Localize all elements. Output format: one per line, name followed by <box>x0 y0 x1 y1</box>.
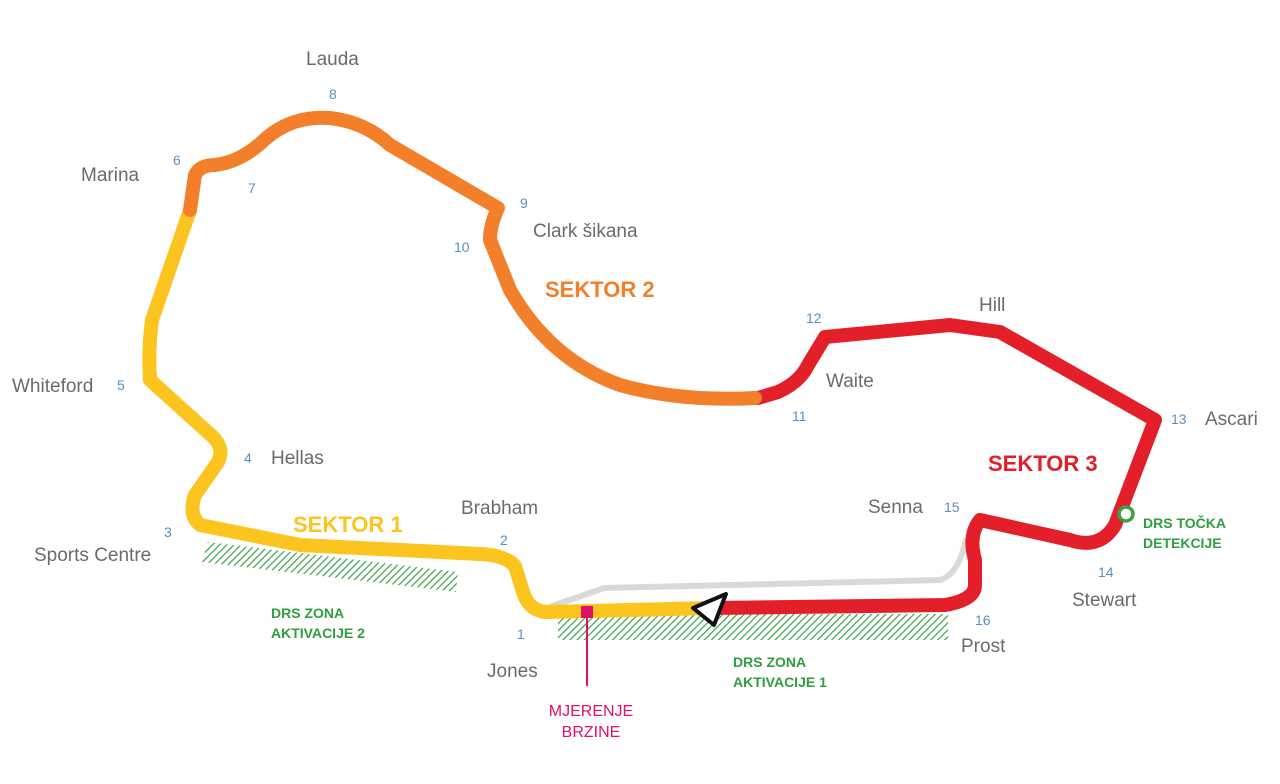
speed-trap-label-line2: BRZINE <box>562 724 621 741</box>
drs-detection-label-line1: DRS TOČKA <box>1143 514 1226 531</box>
corner-name-stewart: Stewart <box>1072 590 1137 611</box>
corner-number-6: 6 <box>173 152 181 168</box>
corner-number-11: 11 <box>792 408 807 424</box>
corner-name-clark-sikana: Clark šikana <box>533 221 638 242</box>
sector-2-track <box>183 110 762 406</box>
sector-3-track <box>705 318 1162 615</box>
corner-name-brabham: Brabham <box>461 498 538 519</box>
drs-zone-1-label-line1: DRS ZONA <box>733 654 806 670</box>
pit-lane <box>549 537 969 609</box>
corner-number-2: 2 <box>500 532 508 548</box>
corner-name-ascari: Ascari <box>1205 409 1258 430</box>
corner-name-hellas: Hellas <box>271 448 324 469</box>
sector-3-label: SEKTOR 3 <box>988 451 1098 476</box>
corner-name-sports-centre: Sports Centre <box>34 545 151 566</box>
corner-number-16: 16 <box>975 612 991 628</box>
drs-detection-point-icon <box>1117 505 1135 523</box>
sector-1-track <box>142 203 719 619</box>
corner-name-marina: Marina <box>81 165 140 186</box>
sector-1-label: SEKTOR 1 <box>293 512 403 537</box>
sector-2-label: SEKTOR 2 <box>545 277 655 302</box>
corner-number-15: 15 <box>944 499 960 515</box>
corner-name-whiteford: Whiteford <box>12 376 93 397</box>
corner-name-waite: Waite <box>826 371 874 392</box>
drs-zone-2-label-line2: AKTIVACIJE 2 <box>271 625 365 641</box>
corner-number-5: 5 <box>117 377 125 393</box>
drs-zone-1-area <box>558 614 948 640</box>
corner-number-9: 9 <box>520 195 528 211</box>
drs-detection-label-line2: DETEKCIJE <box>1143 535 1222 551</box>
drs-zone-1-label-line2: AKTIVACIJE 1 <box>733 674 827 690</box>
corner-name-jones: Jones <box>487 661 538 682</box>
drs-zone-2-label-line1: DRS ZONA <box>271 605 344 621</box>
corner-name-senna: Senna <box>868 497 923 518</box>
corner-number-7: 7 <box>248 180 256 196</box>
corner-name-hill: Hill <box>979 295 1005 316</box>
corner-number-10: 10 <box>454 239 470 255</box>
corner-name-prost: Prost <box>961 636 1006 657</box>
drs-zone-2-area <box>202 542 458 592</box>
speed-trap-label-line1: MJERENJE <box>549 703 633 720</box>
corner-number-8: 8 <box>329 86 337 102</box>
corner-number-14: 14 <box>1098 564 1114 580</box>
start-finish-arrow-icon <box>691 592 728 627</box>
corner-number-1: 1 <box>517 626 525 642</box>
corner-number-13: 13 <box>1171 411 1187 427</box>
corner-number-4: 4 <box>244 450 252 466</box>
corner-number-12: 12 <box>806 310 822 326</box>
corner-name-lauda: Lauda <box>306 49 359 70</box>
speed-trap-marker <box>581 606 593 618</box>
corner-number-3: 3 <box>164 524 172 540</box>
